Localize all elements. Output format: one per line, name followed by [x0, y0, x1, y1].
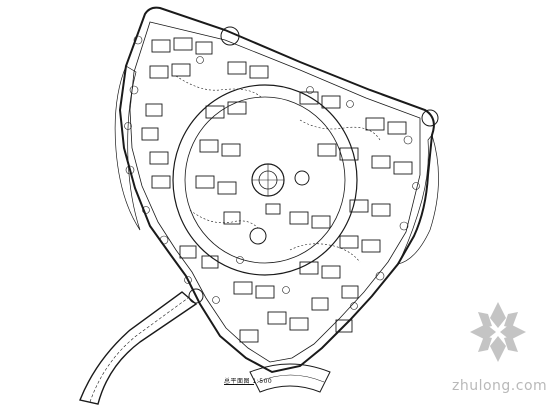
entry-fan-plaza [249, 363, 331, 393]
ring-road-outer [172, 84, 358, 276]
landscape-path [189, 209, 259, 229]
trees [124, 35, 420, 310]
plaza-north [220, 26, 240, 46]
caption-underline [224, 384, 254, 385]
landscape-path [175, 75, 263, 99]
landscape-path [299, 119, 381, 141]
plaza-west [188, 288, 204, 304]
perimeter-landscape-west [114, 65, 141, 231]
ring-road-inner [184, 96, 346, 264]
perimeter-landscape-east [397, 134, 439, 265]
watermark-text: zhulong.com [452, 378, 548, 394]
site-boundary-inner [129, 21, 421, 363]
entrance-road-centerline [89, 297, 189, 403]
drawing-caption: 总平面图 1:500 [224, 378, 273, 385]
entrance-road [79, 291, 198, 405]
plaza-northeast [421, 109, 439, 127]
site-boundary [118, 6, 435, 374]
plaza-east [294, 170, 310, 186]
plaza-south [249, 227, 267, 245]
building-blocks [141, 37, 413, 343]
landscape-path [289, 243, 361, 263]
zhulong-logo-icon [470, 302, 526, 362]
